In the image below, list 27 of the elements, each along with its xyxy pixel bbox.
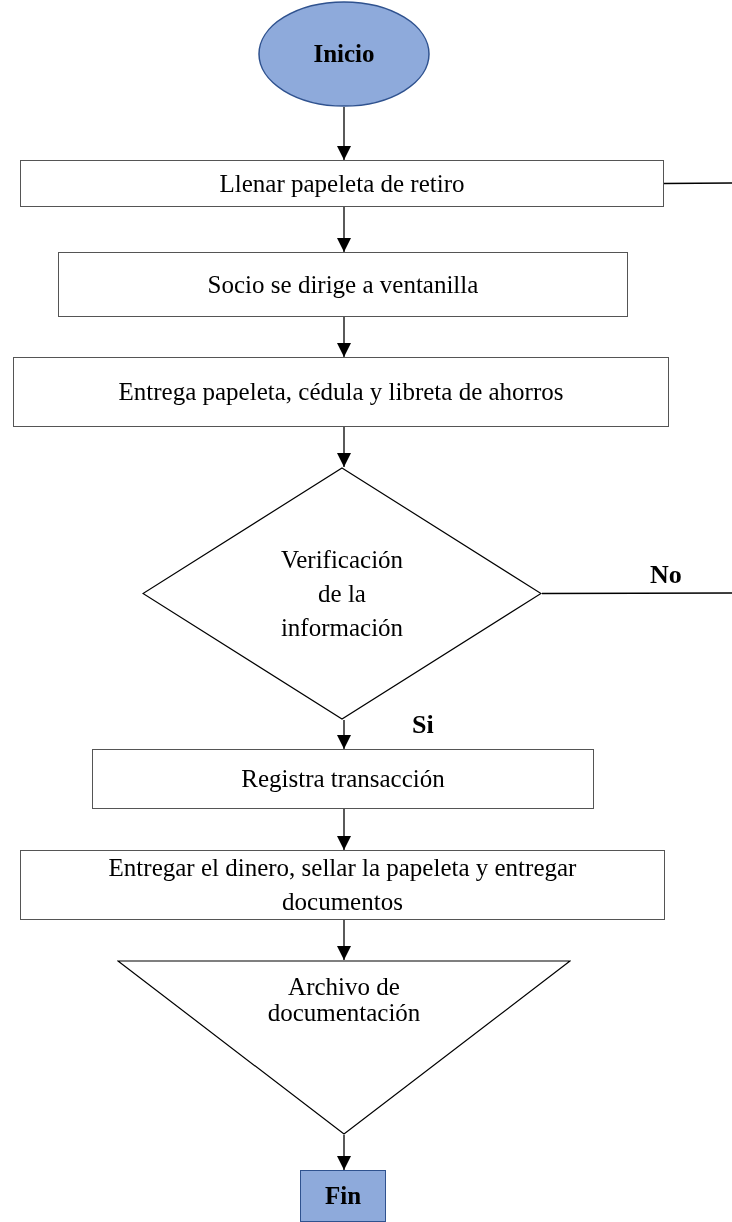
arrow [337,1134,351,1171]
arrow [337,106,351,161]
arrow [337,316,351,358]
node-text: Registra transacción [241,764,445,794]
node-text: Archivo de documentación [266,974,422,1026]
arrow [337,719,351,750]
process-box [13,357,669,427]
arrow [337,808,351,851]
node-text: Llenar papeleta de retiro [219,168,465,199]
node-text: Verificación de la información [279,544,405,643]
connector-line [663,182,732,185]
arrow [337,919,351,961]
arrow [337,206,351,253]
process-box [58,252,628,317]
process-box [20,850,665,920]
edge-label: Si [411,712,435,738]
node-text: Entrega papeleta, cédula y libreta de ahorros [118,377,564,407]
node-text: Socio se dirige a ventanilla [207,269,479,300]
process-box [20,160,664,207]
end-box [300,1170,386,1222]
process-box [92,749,594,809]
node-text: Inicio [313,39,375,69]
connector-line [541,592,732,595]
edge-label: No [649,562,683,588]
node-text: Entregar el dinero, sellar la papeleta y entregar documentos [107,853,578,917]
node-text: Fin [324,1181,362,1211]
arrow [337,426,351,468]
